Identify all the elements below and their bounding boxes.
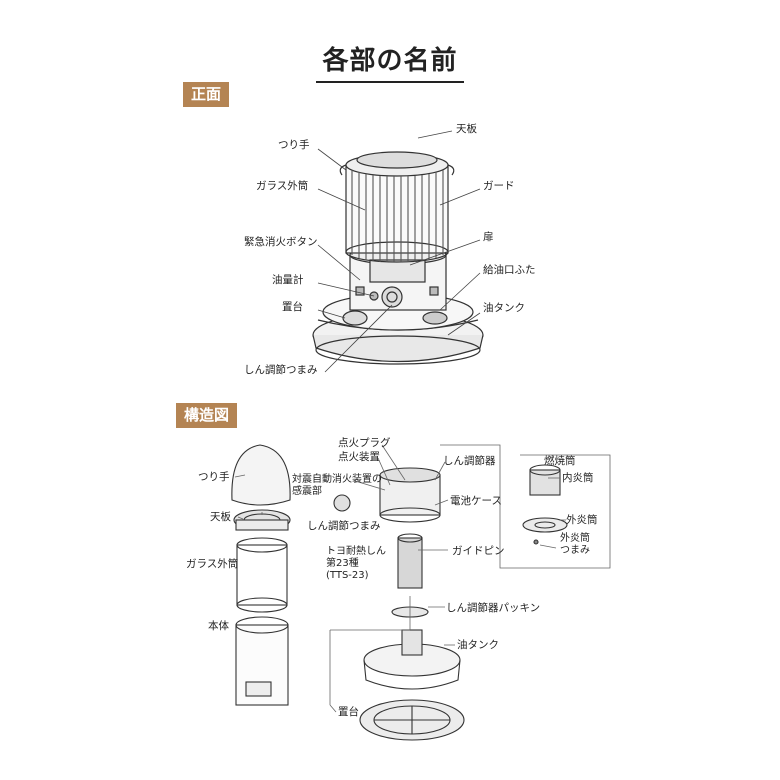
label-guide-pin: ガイドピン <box>452 545 505 557</box>
label-oil-tank: 油タンク <box>483 302 525 314</box>
label-inner-cylinder: 内炎筒 <box>562 472 594 484</box>
label-igniter: 点火装置 <box>338 451 380 463</box>
label-guard: ガード <box>483 180 515 192</box>
label-struct-base: 置台 <box>338 706 359 718</box>
label-base: 置台 <box>282 301 303 313</box>
label-wick-adjuster: しん調節器 <box>443 455 496 467</box>
label-wick-spec: トヨ耐熱しん 第23種 (TTS-23) <box>326 546 386 581</box>
page-title: 各部の名前 <box>0 40 780 83</box>
label-ignition-plug: 点火プラグ <box>338 437 391 449</box>
label-outer-cylinder: 外炎筒 <box>566 514 598 526</box>
label-wick-knob: しん調節つまみ <box>244 364 318 376</box>
label-struct-handle: つり手 <box>198 471 230 483</box>
section-header-front: 正面 <box>183 82 230 107</box>
label-struct-wick-knob: しん調節つまみ <box>307 520 381 532</box>
label-wick-packing: しん調節器パッキン <box>446 602 541 614</box>
label-struct-top-plate: 天板 <box>210 511 231 523</box>
label-burner: 燃焼筒 <box>544 455 576 467</box>
label-outer-knob: 外炎筒 つまみ <box>560 533 590 556</box>
label-battery-case: 電池ケース <box>450 495 502 507</box>
label-handle: つり手 <box>278 139 310 151</box>
label-emergency-button: 緊急消火ボタン <box>244 236 318 248</box>
label-fuel-gauge: 油量計 <box>272 274 304 286</box>
label-top-plate: 天板 <box>456 123 477 135</box>
label-glass-cylinder: ガラス外筒 <box>256 180 309 192</box>
section-header-structure: 構造図 <box>176 403 238 428</box>
label-struct-oil-tank: 油タンク <box>457 639 499 651</box>
label-quake-sensor: 対震自動消火装置の 感震部 <box>292 474 382 497</box>
label-body: 本体 <box>208 620 229 632</box>
label-door: 扉 <box>483 231 494 243</box>
label-fuel-cap: 給油口ふた <box>483 264 536 276</box>
label-struct-glass-cylinder: ガラス外筒 <box>186 558 239 570</box>
